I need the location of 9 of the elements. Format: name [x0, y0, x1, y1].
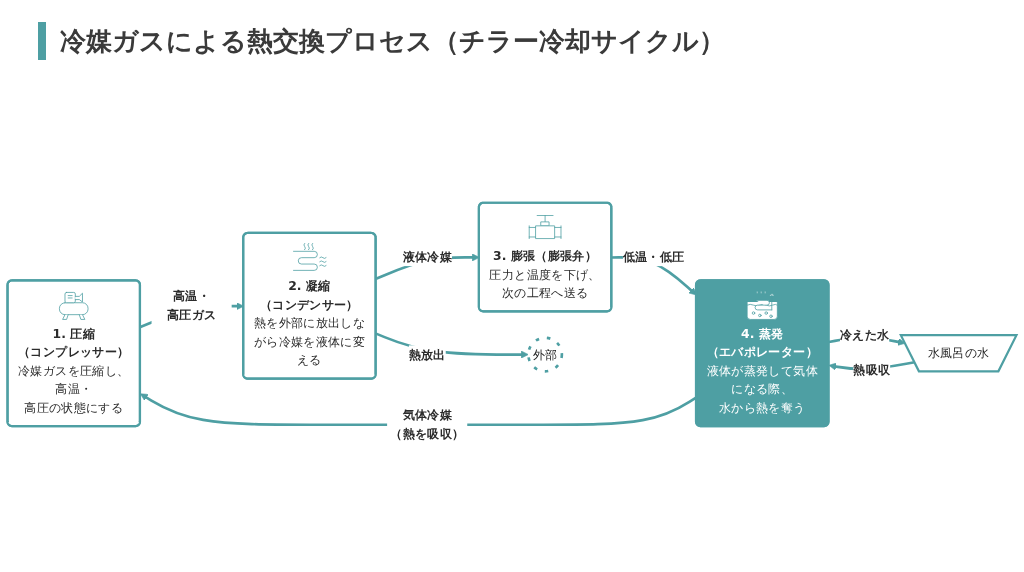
node-circle: 外部 — [527, 336, 564, 373]
edge-label: 高温・高圧ガス — [166, 289, 217, 322]
title: 冷媒ガスによる熱交換プロセス（チラー冷却サイクル） — [38, 22, 725, 60]
edge-label: 低温・低圧 — [622, 249, 685, 264]
edge-label: 液体冷媒 — [402, 249, 452, 264]
edge-label: 冷えた水 — [839, 327, 890, 342]
edge-label: 熱放出 — [408, 347, 446, 362]
edge-label: 気体冷媒（熱を吸収） — [390, 407, 465, 441]
edge-label: 熱吸収 — [853, 362, 891, 377]
